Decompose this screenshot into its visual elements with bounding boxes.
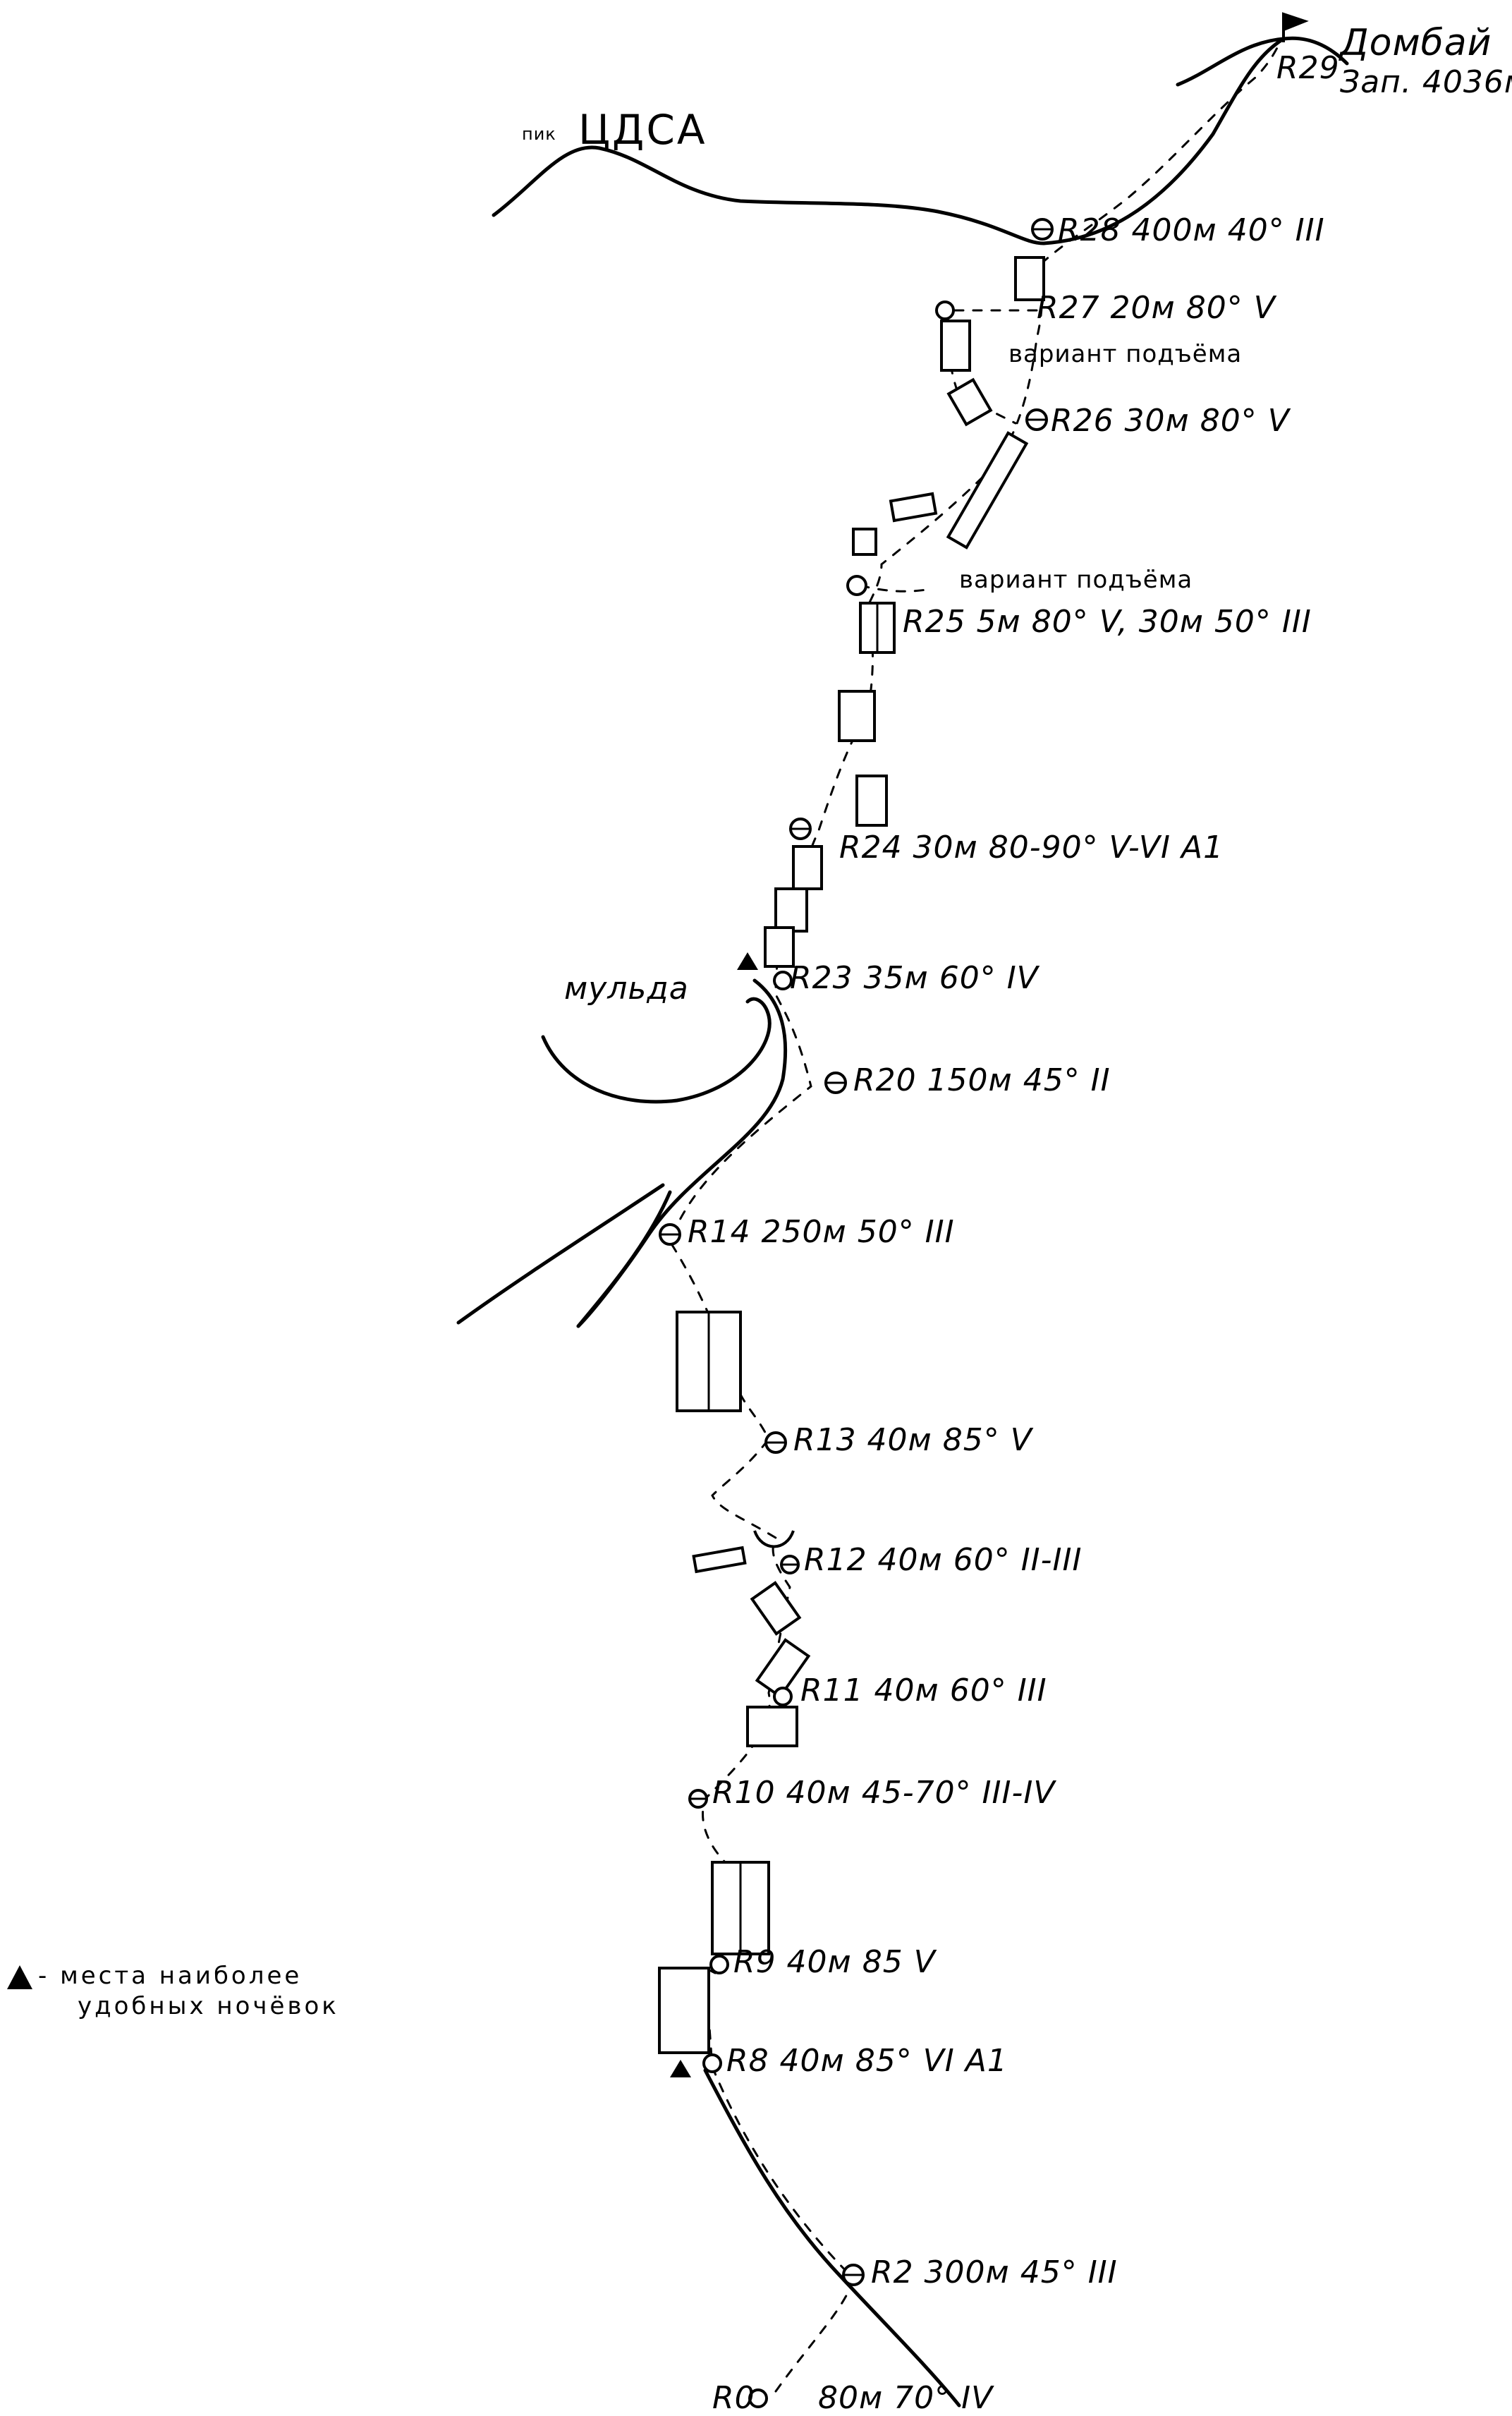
route-label-r2: R2 300м 45° III: [871, 2254, 1118, 2290]
rock-feature-r12-lower: [750, 1581, 802, 1636]
legend-line-2: удобных ночёвок: [7, 1991, 339, 2022]
main-ridge-line: [492, 37, 1286, 245]
variant-route-lower: [859, 584, 932, 593]
rock-feature-r12-slab: [692, 1546, 747, 1574]
bivouac-triangle-r23: [737, 952, 758, 970]
rock-feature-r27: [1014, 256, 1045, 301]
route-label-r10: R10 40м 45-70° III-IV: [712, 1775, 1056, 1811]
route-dashed-line: [669, 41, 1281, 2393]
route-label-r20: R20 150м 45° II: [853, 1062, 1111, 1098]
variant-label-upper: вариант подъёма: [1008, 340, 1243, 368]
rock-feature-r26-small: [889, 492, 938, 523]
summit-ridge-right: [1281, 36, 1349, 66]
route-label-r27: R27 20м 80° V: [1037, 290, 1276, 326]
mulda-curve: [541, 997, 772, 1104]
route-label-r8: R8 40м 85° VI A1: [726, 2043, 1008, 2079]
station-r27-variant: [935, 301, 955, 320]
route-label-r0-r1: 80м 70° IV: [818, 2380, 994, 2416]
rock-feature-corner-small: [852, 528, 877, 556]
bivouac-triangle-r8: [670, 2060, 691, 2077]
peak-prefix: пик: [522, 124, 556, 144]
variant-label-lower: вариант подъёма: [959, 566, 1193, 594]
summit-elevation: Зап. 4036м: [1340, 64, 1512, 100]
route-label-r25: R25 5м 80° V, 30м 50° III: [903, 604, 1312, 640]
rock-feature-r24-lower-2: [774, 887, 808, 933]
station-r23: [773, 971, 793, 990]
rock-feature-r11-slab: [755, 1638, 811, 1699]
route-label-r12: R12 40м 60° II-III: [804, 1542, 1083, 1578]
summit-ridge-left: [1176, 37, 1286, 87]
rock-feature-r25-upper: [838, 690, 876, 742]
rock-feature-r24-upper: [855, 775, 888, 827]
legend-text-1: - места наиболее: [38, 1962, 303, 1990]
couloir-line-outer: [456, 1183, 665, 1325]
route-label-r28: R28 400м 40° III: [1058, 212, 1325, 248]
route-label-r0: R0: [712, 2380, 755, 2416]
route-label-r26: R26 30м 80° V: [1051, 403, 1290, 439]
rock-feature-r26-slab: [946, 431, 1029, 550]
overhang-symbol-r12: [753, 1530, 795, 1548]
summit-name: Домбай: [1340, 22, 1492, 64]
legend-bivouac-triangle: [7, 1965, 32, 1989]
legend-text-2: удобных ночёвок: [78, 1991, 339, 2020]
station-r8: [702, 2053, 722, 2073]
rock-feature-r24-lower-1: [792, 845, 823, 890]
couloir-line-inner: [576, 1190, 672, 1328]
route-label-r23: R23 35м 60° IV: [790, 960, 1039, 996]
rock-feature-variant-slab: [946, 377, 993, 427]
mulda-label: мульда: [564, 971, 689, 1007]
station-r9: [709, 1955, 729, 1974]
lower-ridge-line: [703, 2068, 961, 2408]
legend: - места наиболее удобных ночёвок: [7, 1961, 339, 2021]
station-r11: [773, 1687, 793, 1706]
route-label-r13: R13 40м 85° V: [793, 1422, 1032, 1458]
route-label-r14: R14 250м 50° III: [688, 1214, 955, 1250]
rock-feature-r8-slab: [658, 1967, 710, 2054]
route-label-r11: R11 40м 60° III: [800, 1673, 1047, 1708]
middle-ridge-line: [576, 978, 788, 1328]
station-r0: [748, 2388, 768, 2408]
route-label-r29: R29: [1276, 50, 1340, 86]
rock-feature-r11-corner: [746, 1706, 798, 1747]
rock-feature-r27-variant: [940, 320, 971, 372]
route-label-r9: R9 40м 85 V: [733, 1944, 936, 1980]
legend-line-1: - места наиболее: [7, 1961, 339, 1991]
station-r25: [846, 575, 867, 596]
summit-flag: [1282, 12, 1309, 32]
route-label-r24: R24 30м 80-90° V-VI A1: [839, 830, 1224, 866]
peak-name: ЦДСА: [578, 106, 707, 154]
rock-feature-r24-lower-3: [764, 926, 795, 968]
